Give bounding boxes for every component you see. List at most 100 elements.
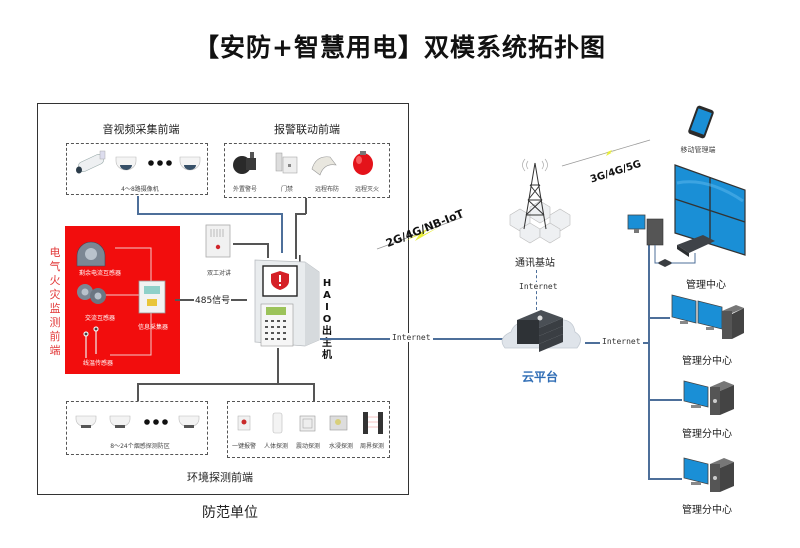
env-item-label: 震动探测 xyxy=(295,443,320,450)
smartphone-icon xyxy=(688,105,714,139)
camera-group xyxy=(76,150,201,174)
intercom-link-line xyxy=(267,243,269,258)
smoke-detector-icon xyxy=(75,415,97,428)
alarm-item-label: 远程布防 xyxy=(314,186,339,193)
protected-unit-label: 防范单位 xyxy=(202,505,258,521)
wireless-bolt-right xyxy=(561,139,651,167)
ac-transformer-icon xyxy=(77,284,106,304)
nvr-recorder-icon xyxy=(677,235,715,257)
mobile-label: 移动管理端 xyxy=(680,146,716,154)
vibration-sensor-icon xyxy=(299,415,316,432)
host-vertical-label: H A I O 出 主 机 xyxy=(320,278,334,362)
electrical-sensors xyxy=(76,241,152,358)
alarm-link-line xyxy=(295,213,297,259)
sensor-label: 剩余电流互感器 xyxy=(78,270,121,277)
sub-center-label: 管理分中心 xyxy=(682,356,732,367)
smoke-front-box xyxy=(66,401,208,455)
intercom-label: 双工对讲 xyxy=(206,270,231,277)
smoke-caption: 8～24个烟感探测防区 xyxy=(110,443,170,450)
host-bottom-line xyxy=(137,383,278,385)
internet-label: Internet xyxy=(390,333,433,342)
pc-tower-icon xyxy=(722,305,744,339)
panic-button-icon xyxy=(237,415,251,431)
cloud-platform-icon xyxy=(501,310,581,352)
sub-center-label: 管理分中心 xyxy=(682,429,732,440)
env-detector-group xyxy=(237,412,383,434)
alarm-item-label: 门禁 xyxy=(280,186,293,193)
host-label-char: O xyxy=(322,314,332,325)
sub-center-workstation xyxy=(683,457,734,492)
wireless-bolt-left xyxy=(376,216,464,250)
sub-center-workstation xyxy=(683,380,734,415)
video-link-line xyxy=(137,213,282,215)
sub-center-workstation-dual xyxy=(671,294,744,339)
video-front-box xyxy=(66,143,208,195)
alarm-front-title: 报警联动前端 xyxy=(274,123,340,136)
management-bus-line xyxy=(648,236,650,479)
env-front-title: 环境探测前端 xyxy=(187,471,253,484)
host-label-char: I xyxy=(325,302,329,313)
host-bottom-line xyxy=(277,383,314,385)
alarm-link-line xyxy=(305,198,307,214)
pc-tower-icon xyxy=(710,458,734,492)
alarm-devices xyxy=(233,151,373,176)
monitor-icon xyxy=(683,457,709,485)
host-label-char: 出 xyxy=(322,326,332,337)
env-detect-box xyxy=(227,401,390,458)
management-center-label: 管理中心 xyxy=(686,280,726,291)
server-stack-icon xyxy=(517,310,563,352)
monitor-icon xyxy=(671,294,697,324)
sub-center-label: 管理分中心 xyxy=(682,505,732,516)
smoke-link-line xyxy=(137,383,139,401)
management-branch-line xyxy=(648,478,682,480)
env-item-label: 水浸探测 xyxy=(328,443,353,450)
intercom-icon xyxy=(205,224,231,258)
env-item-label: 一键报警 xyxy=(231,443,256,450)
temperature-sensor-icon xyxy=(83,326,99,358)
fire-extinguisher-icon xyxy=(353,151,373,175)
host-label-char: 机 xyxy=(322,350,332,361)
dome-camera-icon xyxy=(179,156,201,171)
bullet-camera-icon xyxy=(76,150,106,174)
internet-label: Internet xyxy=(600,337,643,346)
diagram-title: 【安防+智慧用电】双模系统拓扑图 xyxy=(194,33,606,62)
host-label-char: 主 xyxy=(322,338,332,349)
video-link-line xyxy=(137,196,139,214)
siren-icon xyxy=(233,152,256,174)
smoke-detector-icon xyxy=(109,415,131,428)
video-front-title: 音视频采集前端 xyxy=(102,123,180,136)
pc-tower-icon xyxy=(710,381,734,415)
base-station-icon xyxy=(509,158,571,244)
base-station-label: 通讯基站 xyxy=(515,258,555,269)
rs485-signal-label: 485信号 xyxy=(194,293,232,306)
smoke-detector-icon xyxy=(178,415,200,428)
info-collector-icon xyxy=(138,280,166,314)
host-label-char: A xyxy=(323,290,331,301)
dome-camera-icon xyxy=(115,156,137,171)
motion-sensor-icon xyxy=(272,412,283,434)
sensor-label: 交流互感器 xyxy=(84,315,115,322)
management-branch-line xyxy=(648,317,670,319)
ellipsis-dots-icon xyxy=(144,419,168,425)
collector-label: 信息采集器 xyxy=(137,324,168,331)
door-lock-icon xyxy=(275,152,298,174)
management-branch-line xyxy=(648,399,682,401)
desktop-computer-icon xyxy=(627,214,664,246)
ellipsis-dots-icon xyxy=(148,160,172,166)
alarm-front-box xyxy=(224,143,390,198)
env-item-label: 周界探测 xyxy=(359,443,384,450)
perimeter-beam-icon xyxy=(363,412,383,434)
sensor-label: 线温传感器 xyxy=(82,360,113,367)
smoke-detector-group xyxy=(75,415,200,428)
internet-label: Internet xyxy=(517,282,560,291)
alarm-item-label: 外置警号 xyxy=(232,186,257,193)
host-label-char: H xyxy=(322,278,332,289)
protected-unit-frame xyxy=(37,103,409,495)
alarm-link-line xyxy=(295,213,306,215)
alarm-item-label: 远程灭火 xyxy=(354,186,379,193)
remote-arming-icon xyxy=(311,156,337,176)
water-leak-sensor-icon xyxy=(329,415,348,431)
network-switch-icon xyxy=(657,259,673,267)
management-center-equipment xyxy=(627,164,746,267)
lightning-bolt-icon xyxy=(598,148,620,156)
